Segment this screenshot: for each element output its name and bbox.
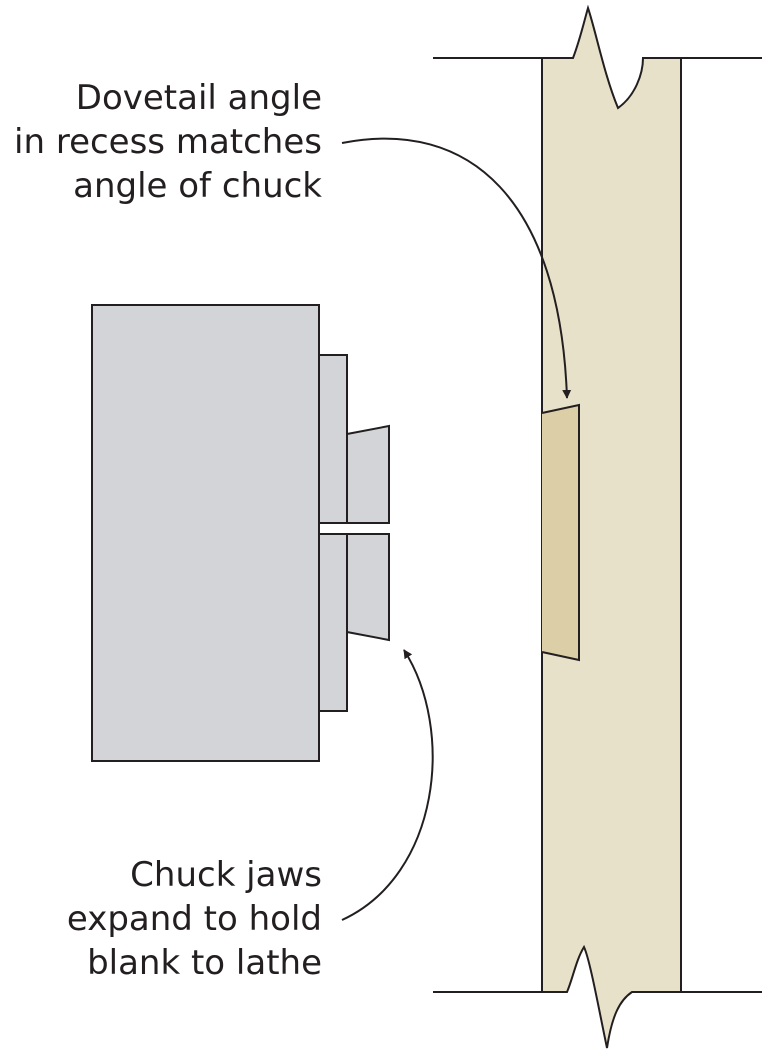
- dovetail-callout-line-1: Dovetail angle: [75, 78, 322, 118]
- jaws-callout-line-1: Chuck jaws: [130, 855, 322, 895]
- jaws-callout-text: Chuck jaws expand to hold blank to lathe: [67, 853, 322, 985]
- jaws-callout-line-2: expand to hold: [66, 899, 322, 939]
- chuck: [91, 304, 390, 762]
- dovetail-callout-line-3: angle of chuck: [73, 166, 322, 206]
- chuck-jaw-lower: [346, 533, 390, 642]
- chuck-jaw-base-upper: [318, 354, 348, 524]
- wood-blank-body: [541, 4, 682, 1049]
- chuck-jaw-upper: [346, 424, 390, 524]
- jaws-callout-line-3: blank to lathe: [87, 943, 322, 983]
- dovetail-recess: [541, 403, 580, 662]
- jaws-callout-arrow: [341, 649, 434, 921]
- chuck-body: [91, 304, 320, 762]
- wood-blank: [433, 4, 762, 1049]
- dovetail-callout-line-2: in recess matches: [14, 122, 322, 162]
- chuck-jaw-base-lower: [318, 533, 348, 712]
- dovetail-callout-arrow: [341, 137, 572, 399]
- dovetail-callout-text: Dovetail angle in recess matches angle o…: [14, 76, 322, 208]
